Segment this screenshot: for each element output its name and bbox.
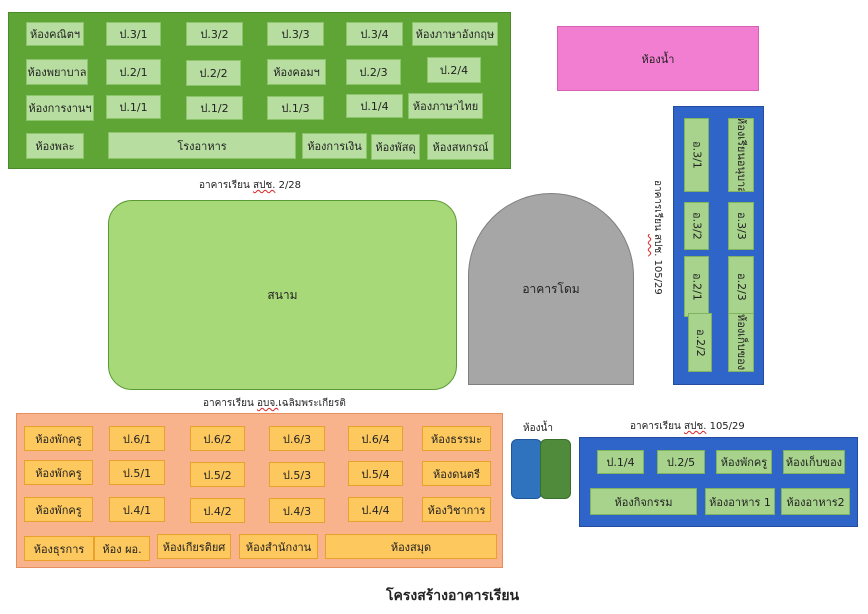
field: สนาม — [108, 200, 457, 390]
room: ห้องอาหาร 1 — [705, 488, 775, 515]
room: ห้อง ผอ. — [94, 536, 150, 561]
room: ป.5/2 — [190, 462, 245, 487]
restroom-block-green — [540, 439, 571, 499]
room: ห้องการงานฯ — [26, 95, 94, 121]
room: ป.2/4 — [427, 57, 481, 83]
room: ห้องพักครู — [716, 450, 772, 474]
room: ห้องพยาบาล — [26, 59, 88, 85]
room: อ.2/3 — [728, 256, 754, 317]
room: อ.3/1 — [684, 118, 709, 192]
room: ห้องพละ — [26, 133, 84, 159]
room: ป.3/2 — [186, 22, 243, 46]
diagram-caption: โครงสร้างอาคารเรียน — [386, 588, 520, 604]
room: ห้องวิชาการ — [422, 497, 491, 522]
building-spch-105-29-right: อ.3/1 ห้องเรียนอนุบาล อ.3/2 อ.3/3 อ.2/1 … — [673, 106, 764, 385]
room: ป.2/1 — [106, 59, 161, 85]
room: ป.1/4 — [346, 94, 403, 118]
building-spch-2-28: ห้องคณิตฯ ป.3/1 ป.3/2 ป.3/3 ป.3/4 ห้องภา… — [8, 12, 511, 169]
building-label: อาคารเรียน อบจ.เฉลิมพระเกียรติ — [203, 398, 346, 409]
room: อ.2/2 — [688, 313, 712, 372]
room: ป.4/2 — [190, 498, 245, 523]
room: ป.1/2 — [186, 96, 243, 120]
room: ห้องภาษาไทย — [408, 93, 483, 119]
room: ห้องพักครู — [24, 497, 93, 522]
room: ป.4/1 — [109, 497, 165, 522]
room: ป.2/2 — [186, 60, 241, 86]
room: ห้องกิจกรรม — [590, 488, 697, 515]
room: ป.4/4 — [348, 497, 403, 522]
room: ห้องสหกรณ์ — [427, 134, 494, 160]
room: ห้องดนตรี — [422, 461, 491, 486]
room: ป.2/3 — [346, 59, 401, 85]
room: ป.1/1 — [106, 95, 161, 119]
room: อ.3/3 — [728, 202, 754, 250]
building-label: อาคารเรียน สปช. 105/29 — [630, 421, 745, 432]
room: ห้องเก็บของ — [783, 450, 845, 474]
room: ห้องเรียนอนุบาล — [728, 118, 754, 192]
room: ห้องการเงิน — [302, 133, 367, 159]
room: ห้องสมุด — [325, 534, 497, 559]
room: ป.5/3 — [269, 462, 325, 487]
room: ป.6/3 — [269, 426, 325, 451]
room: ป.2/5 — [657, 450, 705, 474]
room: อ.2/1 — [684, 256, 709, 317]
building-spch-105-29-bottom: ป.1/4 ป.2/5 ห้องพักครู ห้องเก็บของ ห้องก… — [579, 437, 858, 527]
room: ป.4/3 — [269, 498, 325, 523]
room: ป.5/4 — [348, 461, 403, 486]
room: ห้องเกียรติยศ — [157, 534, 231, 559]
room: อ.3/2 — [684, 202, 709, 250]
restroom-block-blue — [511, 439, 542, 499]
room: ป.6/4 — [348, 426, 403, 451]
room: ป.3/4 — [346, 22, 403, 46]
room: โรงอาหาร — [108, 132, 296, 159]
room: ห้องธรรมะ — [422, 426, 491, 451]
dome-building: อาคารโดม — [468, 193, 634, 385]
room: ป.6/2 — [190, 426, 245, 451]
building-label: อาคารเรียน สปช. 2/28 — [199, 180, 302, 191]
room: ป.1/3 — [267, 96, 324, 120]
room: ห้องคณิตฯ — [26, 22, 84, 46]
room: ห้องภาษาอังกฤษ — [412, 22, 498, 46]
room: ห้องธุรการ — [24, 536, 94, 561]
restroom-label: ห้องน้ำ — [523, 423, 553, 434]
room: ป.3/1 — [106, 22, 161, 46]
room: ห้องพักครู — [24, 460, 93, 485]
restroom-top: ห้องน้ำ — [557, 26, 759, 91]
room: ห้องเก็บของ — [728, 313, 754, 372]
room: ห้องพัสดุ — [371, 134, 420, 160]
building-obj-chalermprakiat: ห้องพักครู ป.6/1 ป.6/2 ป.6/3 ป.6/4 ห้องธ… — [16, 413, 503, 568]
room: ห้องคอมฯ — [267, 59, 326, 85]
room: ป.5/1 — [109, 460, 165, 485]
building-label: อาคารเรียน สปช. 105/29 — [652, 180, 663, 295]
room: ป.3/3 — [267, 22, 324, 46]
room: ป.1/4 — [597, 450, 644, 474]
room: ห้องอาหาร2 — [781, 488, 850, 515]
room: ป.6/1 — [109, 426, 165, 451]
room: ห้องสำนักงาน — [239, 534, 318, 559]
room: ห้องพักครู — [24, 426, 93, 451]
